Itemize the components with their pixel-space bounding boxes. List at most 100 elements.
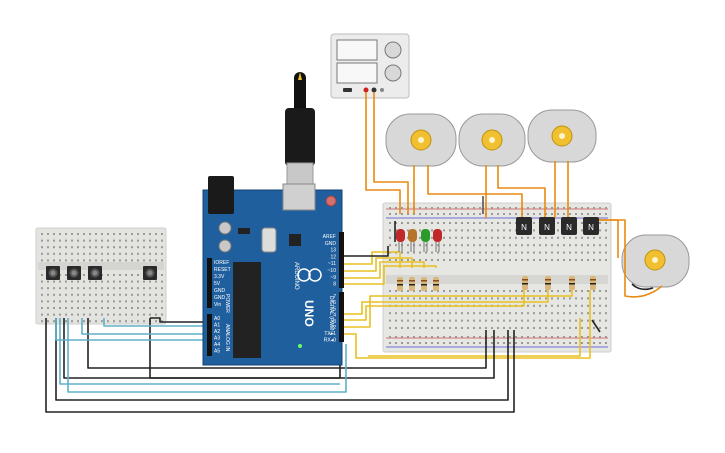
breadboard-hole bbox=[431, 251, 433, 254]
breadboard-hole bbox=[515, 251, 517, 254]
breadboard-hole bbox=[137, 246, 139, 249]
breadboard-hole bbox=[479, 297, 481, 300]
breadboard-hole bbox=[413, 297, 415, 300]
pushbutton-3[interactable] bbox=[88, 266, 102, 280]
breadboard-hole bbox=[77, 287, 79, 290]
breadboard-hole bbox=[41, 320, 43, 323]
pushbutton-1[interactable] bbox=[46, 266, 60, 280]
breadboard-hole bbox=[569, 297, 571, 300]
transistor-2[interactable]: N bbox=[539, 217, 555, 235]
breadboard-hole bbox=[575, 327, 577, 329]
breadboard-hole bbox=[467, 251, 469, 254]
breadboard-hole bbox=[407, 244, 409, 247]
breadboard-hole bbox=[431, 244, 433, 247]
led-yellow[interactable] bbox=[408, 229, 417, 252]
breadboard-hole bbox=[557, 327, 559, 329]
breadboard-hole bbox=[425, 327, 427, 329]
breadboard-hole bbox=[47, 246, 49, 249]
pushbutton-4[interactable] bbox=[143, 266, 157, 280]
breadboard-hole bbox=[155, 259, 157, 262]
breadboard-hole bbox=[431, 297, 433, 300]
breadboard-hole bbox=[443, 319, 445, 322]
breadboard-hole bbox=[425, 336, 427, 338]
breadboard-hole bbox=[101, 307, 103, 309]
led-red-1[interactable] bbox=[396, 229, 405, 252]
breadboard-hole bbox=[119, 287, 121, 290]
breadboard-hole bbox=[449, 297, 451, 300]
breadboard-hole bbox=[419, 207, 421, 209]
power-label: POWER bbox=[224, 294, 230, 313]
pushbutton-2[interactable] bbox=[67, 266, 81, 280]
transistor-label: N bbox=[566, 223, 572, 232]
arduino-uno[interactable]: ARDUINO UNO POWER ANALOG IN DIGITAL (PWM… bbox=[202, 176, 344, 366]
wires[interactable] bbox=[45, 92, 663, 413]
breadboard-hole bbox=[455, 251, 457, 254]
breadboard-hole bbox=[557, 336, 559, 338]
breadboard-hole bbox=[407, 297, 409, 300]
breadboard-hole bbox=[149, 239, 151, 242]
breadboard-hole bbox=[575, 290, 577, 292]
transistor-1[interactable]: N bbox=[516, 217, 532, 235]
breadboard-hole bbox=[449, 222, 451, 224]
breadboard-hole bbox=[461, 342, 463, 344]
resistor-6 bbox=[545, 276, 551, 290]
breadboard-hole bbox=[473, 290, 475, 292]
breadboard-hole bbox=[527, 336, 529, 338]
transistor-3[interactable]: N bbox=[561, 217, 577, 235]
power-supply[interactable] bbox=[330, 33, 410, 99]
breadboard-hole bbox=[137, 252, 139, 255]
breadboard-hole bbox=[389, 312, 391, 315]
breadboard-hole bbox=[53, 320, 55, 323]
breadboard-hole bbox=[137, 320, 139, 323]
breadboard-hole bbox=[143, 280, 145, 283]
breadboard-hole bbox=[545, 251, 547, 254]
wire-gnd-4 bbox=[45, 318, 515, 413]
usb-cable[interactable] bbox=[285, 72, 315, 194]
breadboard-hole bbox=[107, 233, 109, 235]
breadboard-hole bbox=[509, 342, 511, 344]
breadboard-hole bbox=[155, 233, 157, 235]
breadboard-hole bbox=[569, 336, 571, 338]
breadboard-hole bbox=[143, 320, 145, 323]
breadboard-hole bbox=[65, 320, 67, 323]
breadboard-hole bbox=[599, 336, 601, 338]
dc-motor-3[interactable] bbox=[527, 109, 597, 163]
breadboard-hole bbox=[107, 239, 109, 242]
breadboard-hole bbox=[431, 319, 433, 322]
dc-motor-1[interactable] bbox=[385, 113, 457, 167]
pin-label: IOREF bbox=[214, 260, 229, 266]
breadboard-hole bbox=[437, 259, 439, 261]
reset-button[interactable] bbox=[325, 195, 337, 207]
breadboard-hole bbox=[569, 312, 571, 315]
breadboard-hole bbox=[485, 297, 487, 300]
pin-label: ~10 bbox=[328, 268, 337, 274]
breadboard-hole bbox=[65, 300, 67, 303]
breadboard-hole bbox=[467, 290, 469, 292]
pin-label: A0 bbox=[214, 316, 220, 322]
breadboard-hole bbox=[101, 287, 103, 290]
dc-motor-2[interactable] bbox=[458, 113, 526, 167]
breadboard-hole bbox=[539, 312, 541, 315]
resistors[interactable] bbox=[397, 276, 596, 291]
breadboard-hole bbox=[569, 251, 571, 254]
led-green[interactable] bbox=[421, 229, 430, 252]
breadboard-hole bbox=[587, 290, 589, 292]
dc-motor-4[interactable] bbox=[621, 234, 690, 288]
breadboard-hole bbox=[479, 259, 481, 261]
negative-terminal[interactable] bbox=[371, 87, 377, 93]
breadboard-hole bbox=[473, 312, 475, 315]
breadboard-hole bbox=[443, 336, 445, 338]
positive-terminal[interactable] bbox=[363, 87, 369, 93]
breadboard-hole bbox=[419, 259, 421, 261]
breadboard-hole bbox=[401, 213, 403, 215]
breadboard-hole bbox=[89, 320, 91, 323]
breadboard-hole bbox=[131, 280, 133, 283]
breadboard-hole bbox=[527, 327, 529, 329]
breadboard-hole bbox=[491, 207, 493, 209]
breadboard-hole bbox=[143, 239, 145, 242]
led-red-2[interactable] bbox=[433, 229, 442, 252]
transistor-4[interactable]: N bbox=[583, 217, 599, 235]
breadboard-hole bbox=[83, 320, 85, 323]
breadboard-hole bbox=[137, 259, 139, 262]
